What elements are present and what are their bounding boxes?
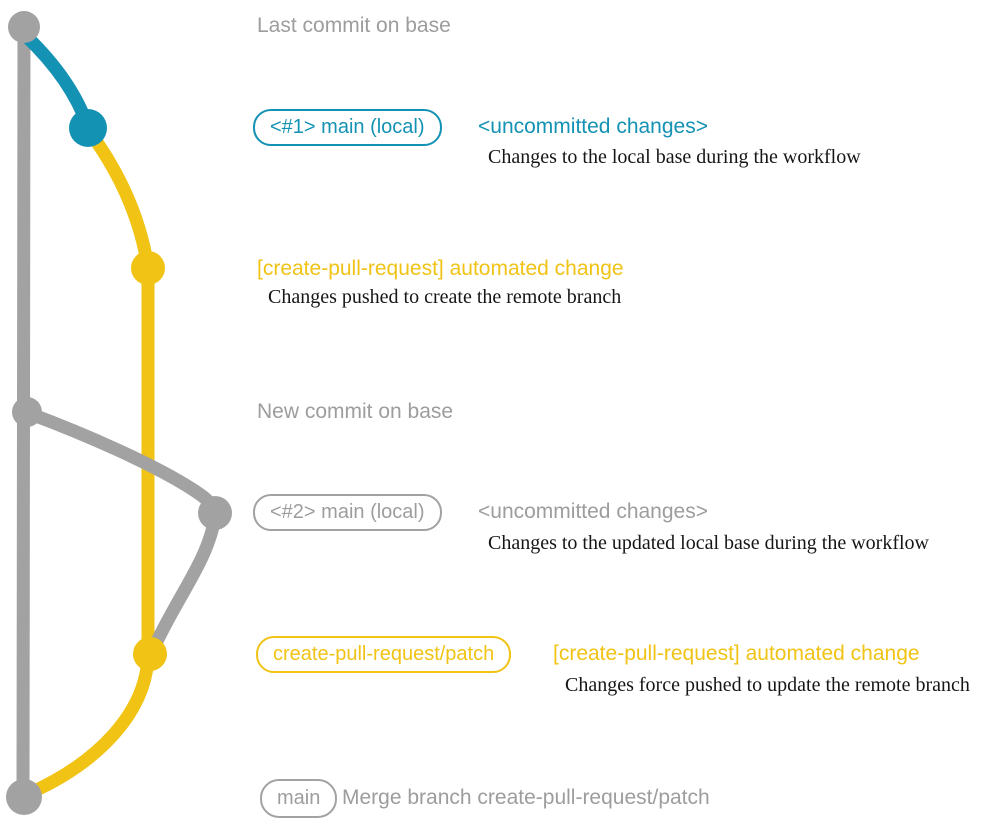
updated-main-to-patch-line [146, 509, 222, 657]
commit-node-uncommitted-2 [198, 496, 232, 530]
branch-badge-patch: create-pull-request/patch [256, 636, 512, 673]
new-commit-label: New commit on base [257, 400, 454, 423]
commit-node-uncommitted-1 [69, 109, 107, 147]
branch-badge-main-text: main [277, 787, 321, 809]
uncommitted-changes-desc-1: Changes to the local base during the wor… [488, 146, 861, 168]
automated-change-title-1: [create-pull-request] automated change [257, 257, 624, 280]
uncommitted-changes-desc-2: Changes to the updated local base during… [488, 532, 929, 554]
uncommitted-changes-title-1: <uncommitted changes> [478, 115, 708, 138]
branch-badge-main-local-2: <#2> main (local) [253, 494, 442, 531]
commit-node-merge [6, 779, 42, 815]
automated-change-desc-1: Changes pushed to create the remote bran… [268, 286, 622, 308]
commit-node-last-base [8, 11, 40, 43]
commit-node-automated-1 [131, 251, 165, 285]
automated-change-desc-2: Changes force pushed to update the remot… [565, 674, 970, 696]
branch-badge-main: main [260, 779, 338, 818]
automated-change-title-2: [create-pull-request] automated change [553, 642, 920, 665]
commit-node-new-base [12, 397, 42, 427]
branch-badge-main-local-1-text: <#1> main (local) [270, 116, 425, 138]
last-commit-label: Last commit on base [257, 14, 451, 37]
merge-commit-label: Merge branch create-pull-request/patch [342, 786, 710, 809]
branch-badge-main-local-2-text: <#2> main (local) [270, 501, 425, 523]
updated-base-branch-line [21, 406, 222, 520]
uncommitted-changes-title-2: <uncommitted changes> [478, 500, 708, 523]
branch-badge-main-local-1: <#1> main (local) [253, 109, 442, 146]
commit-node-automated-2 [133, 637, 167, 671]
branch-badge-patch-text: create-pull-request/patch [273, 643, 495, 665]
